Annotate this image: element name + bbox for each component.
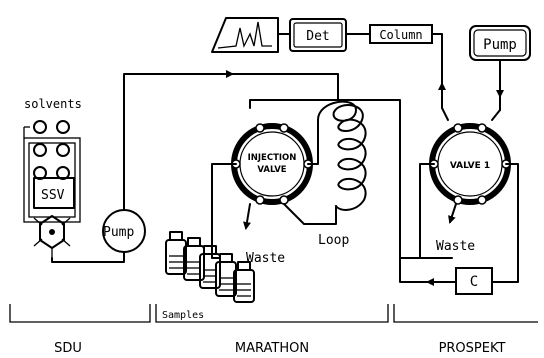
samples-label: Samples [162,310,204,321]
pump-outlet-line [123,73,401,211]
section-sdu-label: SDU [54,341,82,356]
c-box-line [399,257,457,283]
column-label: Column [379,28,422,42]
solvent-bottle-icon [33,120,70,180]
loop-label: Loop [318,233,349,248]
sample-vial-icon [165,231,255,303]
detector-box [289,18,347,52]
column-to-valve-line [431,33,443,109]
sample-line [211,163,237,259]
ssv-label: SSV [41,188,65,203]
detector-label: Det [306,29,329,44]
waste-arrow-right [448,203,457,224]
injection-valve-label-2: VALVE [257,165,286,175]
waste-arrow-left [243,203,251,230]
valve1-top-link [441,107,449,121]
injection-valve [231,123,313,205]
ssv-box [33,177,75,209]
ssv-selector-valve [33,215,71,258]
valve1-right-line [491,163,519,283]
valve-1-label: VALVE 1 [450,161,490,171]
ssv-to-pump-line [51,251,125,263]
valve1-left-line [419,163,435,259]
valve1-pump-link [491,109,501,121]
injection-valve-label-1: INJECTION [248,153,297,163]
solvents-label: solvents [24,97,82,111]
loop-coil [283,100,367,225]
section-marathon-label: MARATHON [235,341,309,356]
c-box-label: C [470,274,478,290]
waste-left-label: Waste [246,251,285,266]
chromatogram-icon [211,17,279,53]
section-brackets [9,304,538,323]
right-pump-label: Pump [483,37,517,53]
waste-right-label: Waste [436,239,475,254]
injection-inlet-line [249,99,339,109]
left-pump-label: Pump [103,225,134,240]
section-prospekt-label: PROSPEKT [439,341,506,356]
